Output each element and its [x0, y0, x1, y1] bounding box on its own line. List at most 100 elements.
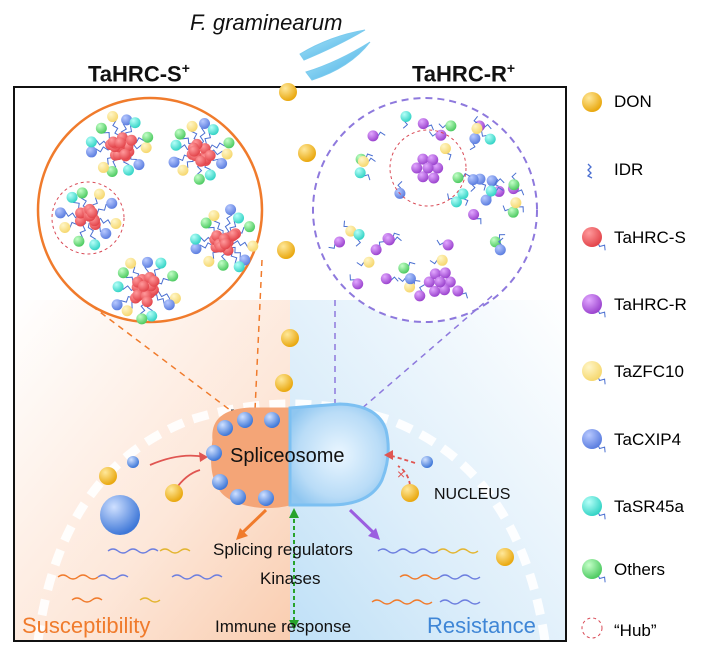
- don-sphere: [279, 83, 297, 101]
- protein-sphere: [445, 120, 457, 132]
- tahrc-s-sphere: [141, 296, 153, 308]
- protein-sphere: [200, 217, 212, 229]
- protein-sphere: [468, 209, 480, 221]
- protein-sphere: [146, 310, 158, 322]
- idr-squiggle: [597, 444, 606, 453]
- protein-sphere: [110, 218, 122, 230]
- protein-sphere: [507, 206, 519, 218]
- protein-sphere: [106, 165, 118, 177]
- protein-sphere: [125, 257, 137, 269]
- tacxip4-sphere-icon: [582, 429, 602, 449]
- resistant-zoom-circle: [312, 97, 538, 323]
- protein-sphere: [170, 139, 182, 151]
- protein-sphere: [89, 239, 101, 251]
- idr-squiggle-icon: [586, 163, 593, 179]
- protein-sphere: [106, 197, 118, 209]
- resistant-header-text: TaHRC-R: [412, 61, 507, 87]
- protein-sphere: [404, 281, 416, 293]
- protein-sphere: [452, 285, 464, 297]
- legend-label: TaSR45a: [614, 497, 684, 516]
- susceptibility-label: Susceptibility: [22, 613, 151, 638]
- protein-sphere: [174, 128, 186, 140]
- protein-sphere: [193, 173, 205, 185]
- spliceosome-label: Spliceosome: [230, 445, 345, 467]
- superscript-plus: +: [506, 60, 516, 76]
- protein-sphere: [457, 188, 469, 200]
- protein-sphere: [380, 273, 392, 285]
- protein-sphere: [383, 234, 395, 246]
- idr-squiggle: [597, 574, 606, 583]
- idr-squiggle: [597, 242, 606, 251]
- protein-sphere: [436, 254, 448, 266]
- protein-sphere: [168, 156, 180, 168]
- tahrc-s-sphere: [195, 155, 207, 167]
- tahrc-r-sphere: [444, 276, 456, 288]
- tacxip4-large-sphere: [100, 495, 140, 535]
- protein-sphere: [190, 233, 202, 245]
- tahrc-r-sphere: [432, 162, 444, 174]
- hub-circle-right: [389, 129, 467, 207]
- tacxip4-sphere: [217, 420, 233, 436]
- protein-sphere: [163, 299, 175, 311]
- protein-sphere: [367, 130, 379, 142]
- tacxip4-sphere: [206, 445, 222, 461]
- tahrc-s-sphere-icon: [582, 227, 602, 247]
- protein-sphere: [480, 194, 492, 206]
- tahrc-r-sphere: [417, 153, 429, 165]
- tahrc-s-sphere: [119, 148, 131, 160]
- protein-sphere: [489, 236, 501, 248]
- protein-sphere: [508, 179, 520, 191]
- tacxip4-sphere: [230, 489, 246, 505]
- protein-sphere: [142, 256, 154, 268]
- hub-circle-left: [51, 181, 125, 255]
- splicing-regulators-label: Splicing regulators: [213, 540, 353, 559]
- protein-sphere: [221, 148, 233, 160]
- protein-sphere: [439, 143, 451, 155]
- resistant-header: TaHRC-R+: [412, 60, 515, 87]
- kinases-label: Kinases: [260, 569, 321, 588]
- protein-sphere: [217, 259, 229, 271]
- tacxip4-sphere: [264, 412, 280, 428]
- tahrc-r-sphere: [439, 267, 451, 279]
- tahrc-r-sphere: [428, 172, 440, 184]
- don-sphere: [277, 241, 295, 259]
- protein-sphere: [467, 174, 479, 186]
- susceptible-header: TaHRC-S+: [88, 60, 190, 87]
- protein-sphere: [142, 131, 154, 143]
- others-sphere-icon: [582, 559, 602, 579]
- protein-sphere: [155, 257, 167, 269]
- tahrc-s-sphere: [228, 229, 240, 241]
- protein-sphere: [129, 117, 141, 129]
- nuclear-envelope: [33, 399, 550, 642]
- protein-sphere: [117, 267, 129, 279]
- protein-sphere: [97, 161, 109, 173]
- protein-sphere: [190, 243, 202, 255]
- legend-label: TaZFC10: [614, 362, 684, 381]
- protein-sphere: [203, 255, 215, 267]
- protein-sphere: [136, 313, 148, 325]
- protein-sphere: [225, 204, 237, 216]
- resistance-label: Resistance: [427, 613, 536, 638]
- tahrc-r-sphere: [429, 285, 441, 297]
- protein-sphere: [345, 225, 357, 237]
- tahrc-s-sphere: [219, 238, 231, 250]
- tasr45a-sphere-icon: [582, 496, 602, 516]
- protein-sphere: [370, 244, 382, 256]
- tacxip4-small-sphere: [127, 456, 139, 468]
- protein-sphere: [398, 262, 410, 274]
- protein-sphere: [66, 191, 78, 203]
- tahrc-s-sphere: [138, 280, 150, 292]
- idr-squiggle: [224, 210, 233, 236]
- tahrc-s-sphere: [204, 150, 216, 162]
- protein-sphere: [140, 142, 152, 154]
- protein-sphere: [100, 228, 112, 240]
- protein-sphere: [59, 221, 71, 233]
- protein-sphere: [452, 172, 464, 184]
- susceptible-panel-bg: [14, 300, 290, 641]
- protein-sphere: [111, 299, 123, 311]
- legend-label: “Hub”: [614, 621, 657, 640]
- tahrc-s-sphere: [74, 215, 86, 227]
- protein-sphere: [167, 270, 179, 282]
- nucleus-label: NUCLEUS: [434, 486, 511, 503]
